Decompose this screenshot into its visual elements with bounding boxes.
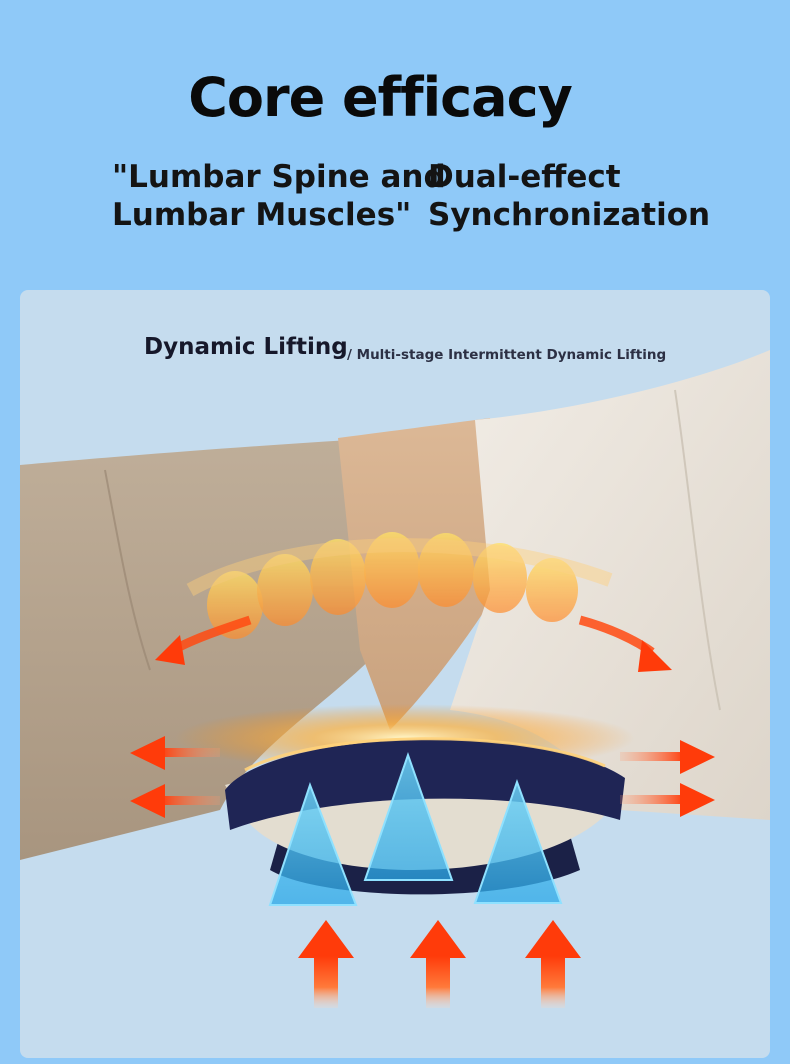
lift-triangle-icon bbox=[268, 782, 358, 906]
product-illustration bbox=[20, 350, 770, 1008]
vertebra bbox=[526, 558, 578, 622]
card-subheading: / Multi-stage Intermittent Dynamic Lifti… bbox=[347, 347, 667, 363]
curved-arrow-head bbox=[155, 635, 185, 665]
up-arrow-icon bbox=[298, 920, 354, 1008]
vertebra bbox=[418, 533, 474, 607]
right-pants bbox=[450, 350, 770, 820]
vertebra bbox=[310, 539, 366, 615]
vertebra bbox=[364, 532, 420, 608]
subtitle-left: "Lumbar Spine and Lumbar Muscles" bbox=[112, 158, 446, 234]
spine-illustration bbox=[186, 532, 613, 639]
card-heading: Dynamic Lifting bbox=[144, 334, 348, 360]
left-arrow-icon bbox=[130, 784, 220, 818]
right-arrow-icon bbox=[620, 783, 715, 817]
subtitle-right: Dual-effect Synchronization bbox=[428, 158, 710, 234]
up-arrow-icon bbox=[525, 920, 581, 1008]
spine-column bbox=[186, 538, 613, 597]
curved-arrow-head bbox=[638, 640, 672, 672]
vertebra bbox=[257, 554, 313, 626]
page-title: Core efficacy bbox=[188, 66, 573, 129]
right-arrow-icon bbox=[620, 740, 715, 774]
device-top-band bbox=[225, 739, 625, 830]
lift-triangle-icon bbox=[363, 751, 454, 881]
subtitle-left-line-1: "Lumbar Spine and bbox=[112, 159, 446, 195]
subtitle-left-line-2: Lumbar Muscles" bbox=[112, 197, 412, 233]
subtitle-right-line-2: Synchronization bbox=[428, 197, 711, 233]
device-top-highlight bbox=[244, 737, 606, 772]
left-arrow-icon bbox=[130, 736, 220, 770]
product-illustration-card: Dynamic Lifting / Multi-stage Intermitte… bbox=[20, 290, 770, 1058]
pants-seam bbox=[674, 389, 721, 711]
trouser-seam bbox=[104, 469, 151, 671]
lift-triangle-icon bbox=[473, 779, 563, 904]
vertebra bbox=[473, 543, 527, 613]
left-trouser-leg bbox=[20, 440, 380, 860]
subtitle-right-line-1: Dual-effect bbox=[428, 159, 621, 195]
up-arrow-icon bbox=[410, 920, 466, 1008]
